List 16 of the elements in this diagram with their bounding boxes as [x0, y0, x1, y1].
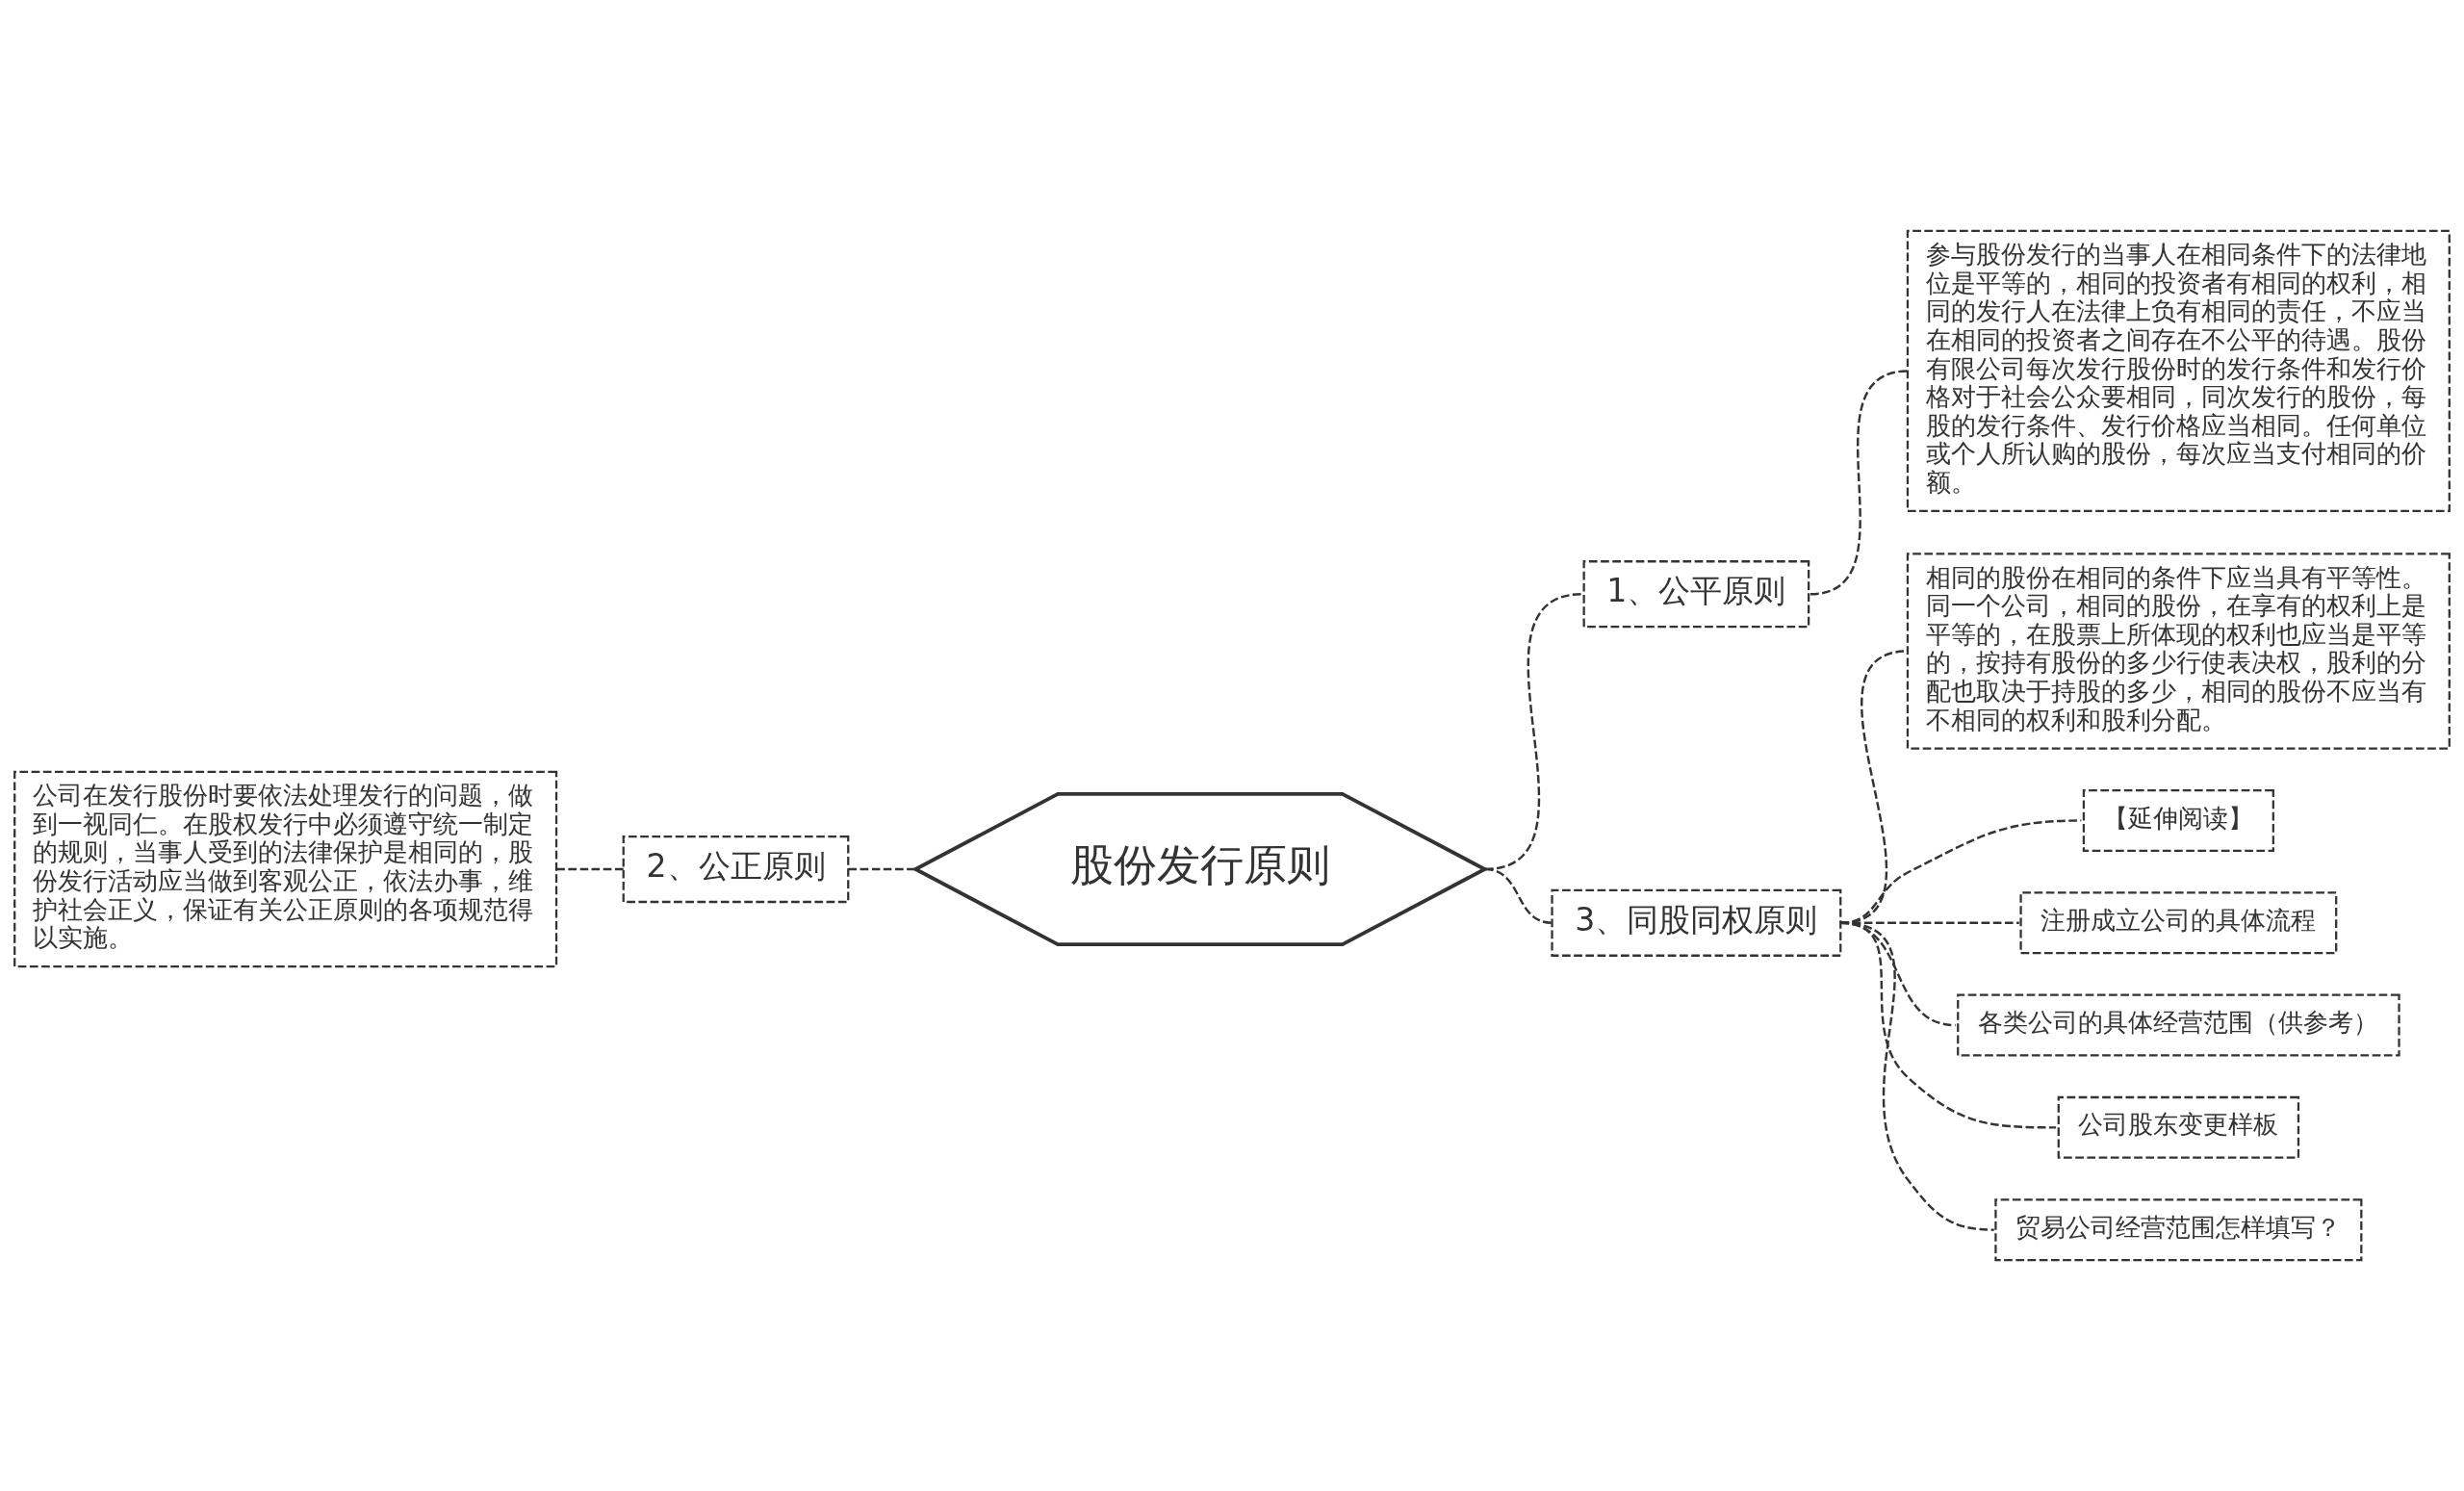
- node-box: 公司股东变更样板: [2057, 1095, 2300, 1159]
- node-box: 【延伸阅读】: [2082, 788, 2274, 852]
- node-box: 3、同股同权原则: [1551, 888, 1842, 957]
- node-box: 2、公正原则: [622, 835, 850, 904]
- node-box: 相同的股份在相同的条件下应当具有平等性。同一个公司，相同的股份，在享有的权利上是平等的，在股票上所体现的权利也应当是平等的，按持有股份的多少行使表决权，股利的分配也取决于持股的多少，相同的股份不应当有不相同的权利和股利分配。: [1906, 553, 2451, 750]
- node-box: 注册成立公司的具体流程: [2019, 891, 2338, 955]
- node-box: 贸易公司经营范围怎样填写？: [1994, 1198, 2363, 1262]
- node-box: 各类公司的具体经营范围（供参考）: [1957, 993, 2400, 1057]
- connector: [1484, 867, 1553, 924]
- node-box: 参与股份发行的当事人在相同条件下的法律地位是平等的，相同的投资者有相同的权利，相同的发行人在法律上负有相同的责任，不应当在相同的投资者之间存在不公平的待遇。股份有限公司每次发行股份时的发行条件和发行价格对于社会公众要相同，同次发行的股份，每股的发行条件、发行价格应当相同。任何单位或个人所认购的股份，每次应当支付相同的价额。: [1906, 229, 2451, 513]
- connector: [1810, 370, 1909, 596]
- connector: [1840, 921, 1994, 1231]
- connector: [556, 867, 624, 871]
- connector: [848, 867, 915, 871]
- node-box: 公司在发行股份时要依法处理发行的问题，做到一视同仁。在股权发行中必须遵守统一制定的规则，当事人受到的法律保护是相同的，股份发行活动应当做到客观公正，依法办事，维护社会正义，保证有关公正原则的各项规范得以实施。: [13, 770, 558, 968]
- node-box: 1、公平原则: [1582, 560, 1810, 629]
